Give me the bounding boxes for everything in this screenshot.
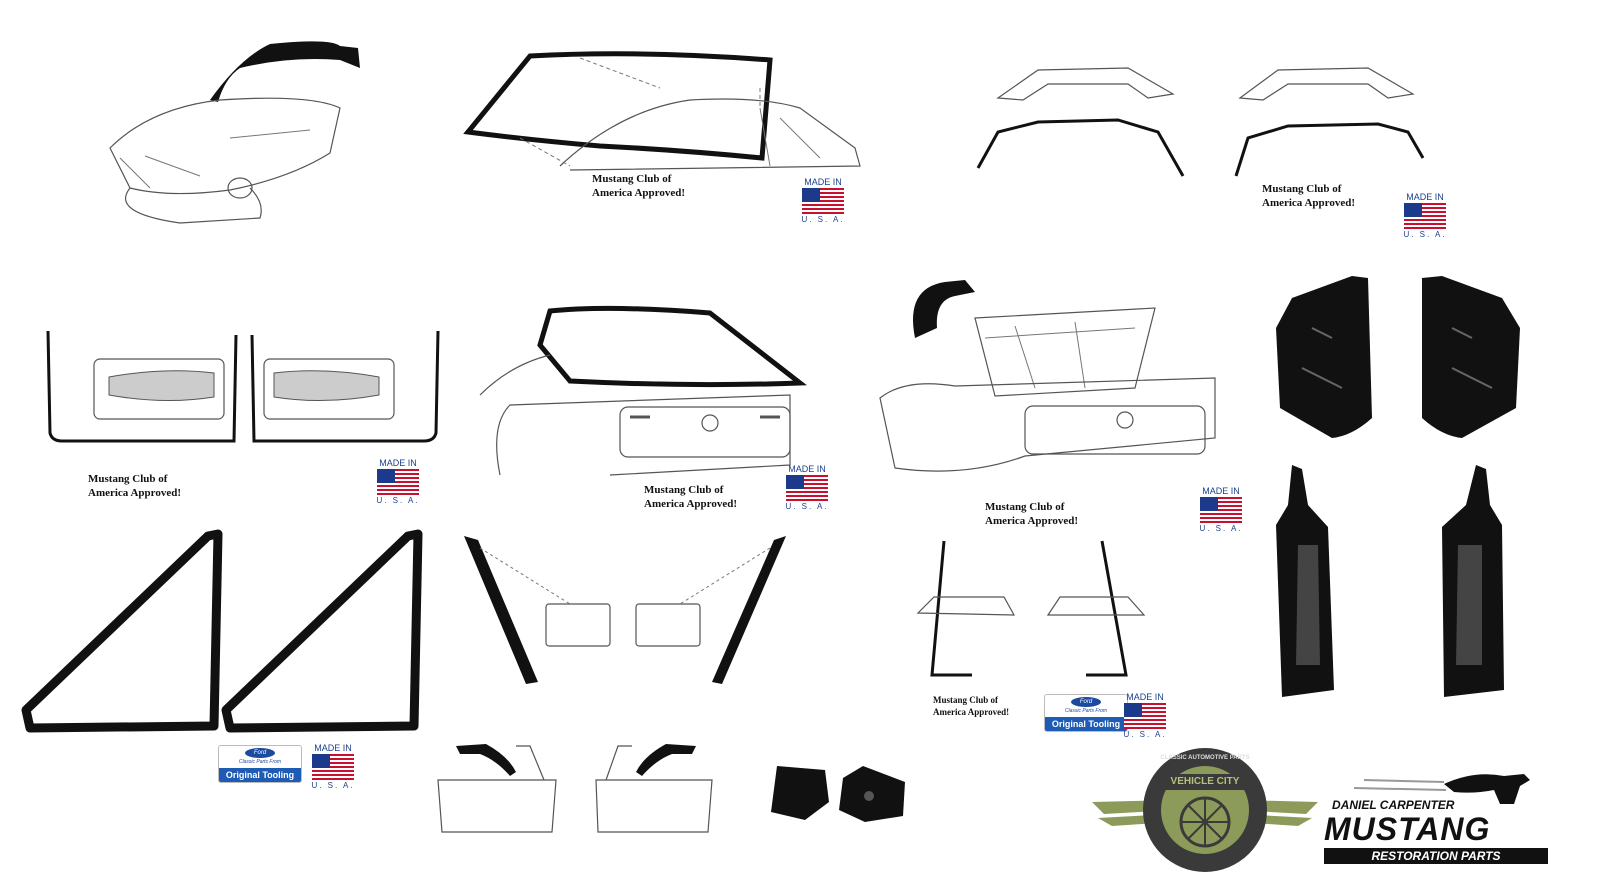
- approval-line-2: America Approved!: [1262, 197, 1355, 209]
- window-sweep-illustration: [436, 740, 716, 835]
- hood-seal-illustration: [90, 38, 390, 228]
- trunk-seal-illustration: [875, 278, 1235, 488]
- approval-line-1: Mustang Club of: [592, 173, 672, 185]
- approval-text: Mustang Club of America Approved!: [88, 472, 258, 500]
- made-in-usa-badge: MADE IN U. S. A.: [784, 464, 830, 512]
- usa-label: U. S. A.: [376, 496, 420, 505]
- made-in-label: MADE IN: [1406, 192, 1444, 202]
- usa-label: U. S. A.: [311, 781, 355, 790]
- approval-line-1: Mustang Club of: [985, 501, 1065, 513]
- mustang-logo-top: DANIEL CARPENTER: [1332, 798, 1455, 812]
- windshield-seal-illustration: [460, 48, 861, 228]
- approval-line-1: Mustang Club of: [644, 484, 724, 496]
- usa-label: U. S. A.: [801, 215, 845, 224]
- us-flag-icon: [1124, 703, 1166, 729]
- mustang-restoration-logo: DANIEL CARPENTER MUSTANG RESTORATION PAR…: [1324, 770, 1550, 866]
- approval-line-1: Mustang Club of: [933, 695, 999, 705]
- ford-classic-label: Classic Parts From: [1064, 708, 1108, 714]
- approval-line-2: America Approved!: [933, 707, 1010, 717]
- us-flag-icon: [377, 469, 419, 495]
- approval-line-1: Mustang Club of: [88, 473, 168, 485]
- made-in-usa-badge: MADE IN U. S. A.: [1122, 692, 1168, 740]
- usa-label: U. S. A.: [785, 502, 829, 511]
- vent-window-seal-photo: [21, 529, 423, 735]
- mustang-logo-bottom: RESTORATION PARTS: [1324, 848, 1548, 864]
- us-flag-icon: [1404, 203, 1446, 229]
- mustang-logo-main: MUSTANG: [1324, 811, 1491, 847]
- approval-text: Mustang Club of America Approved!: [1262, 182, 1432, 210]
- approval-text: Mustang Club of America Approved!: [985, 500, 1155, 528]
- made-in-label: MADE IN: [1202, 486, 1240, 496]
- usa-label: U. S. A.: [1123, 730, 1167, 739]
- us-flag-icon: [786, 475, 828, 501]
- made-in-label: MADE IN: [804, 177, 842, 187]
- made-in-usa-badge: MADE IN U. S. A.: [375, 458, 421, 506]
- usa-label: U. S. A.: [1199, 524, 1243, 533]
- ford-oval-icon: Ford: [245, 748, 275, 758]
- quarter-window-seal-photo: [1268, 465, 1528, 705]
- made-in-usa-badge: MADE IN U. S. A.: [310, 743, 356, 791]
- made-in-usa-badge: MADE IN U. S. A.: [800, 177, 846, 225]
- approval-line-2: America Approved!: [88, 487, 181, 499]
- usa-label: U. S. A.: [1403, 230, 1447, 239]
- approval-line-2: America Approved!: [592, 187, 685, 199]
- door-post-seal-photo: [1272, 268, 1532, 448]
- ford-oval-icon: Ford: [1071, 697, 1101, 707]
- roof-rail-seal-illustration: [976, 58, 1458, 188]
- approval-text: Mustang Club of America Approved!: [644, 483, 814, 511]
- ford-classic-label: Classic Parts From: [238, 759, 282, 765]
- us-flag-icon: [312, 754, 354, 780]
- rubber-bumper-photo: [765, 762, 915, 824]
- rear-window-seal-illustration: [470, 305, 830, 480]
- approval-text: Mustang Club of America Approved!: [933, 694, 1103, 718]
- ford-original-tooling-badge: Ford Classic Parts From Original Tooling: [1044, 694, 1128, 732]
- approval-line-1: Mustang Club of: [1262, 183, 1342, 195]
- ford-original-tooling-badge: Ford Classic Parts From Original Tooling: [218, 745, 302, 783]
- made-in-label: MADE IN: [1126, 692, 1164, 702]
- us-flag-icon: [802, 188, 844, 214]
- approval-line-2: America Approved!: [985, 515, 1078, 527]
- made-in-label: MADE IN: [314, 743, 352, 753]
- made-in-usa-badge: MADE IN U. S. A.: [1402, 192, 1448, 240]
- vehicle-city-logo: CLASSIC AUTOMOTIVE PARTS VEHICLE CITY: [1092, 748, 1318, 878]
- ford-tooling-label: Original Tooling: [1045, 717, 1127, 731]
- made-in-usa-badge: MADE IN U. S. A.: [1198, 486, 1244, 534]
- us-flag-icon: [1200, 497, 1242, 523]
- vehicle-city-banner: VEHICLE CITY: [1170, 776, 1240, 787]
- glass-run-channel-illustration: [460, 532, 790, 687]
- door-weatherstrip-illustration: [44, 325, 444, 445]
- made-in-label: MADE IN: [379, 458, 417, 468]
- vent-glass-seal-illustration: [914, 535, 1164, 685]
- approval-line-2: America Approved!: [644, 498, 737, 510]
- vehicle-city-ring-text: CLASSIC AUTOMOTIVE PARTS: [1160, 755, 1250, 761]
- ford-tooling-label: Original Tooling: [219, 768, 301, 782]
- approval-text: Mustang Club of America Approved!: [592, 172, 762, 200]
- made-in-label: MADE IN: [788, 464, 826, 474]
